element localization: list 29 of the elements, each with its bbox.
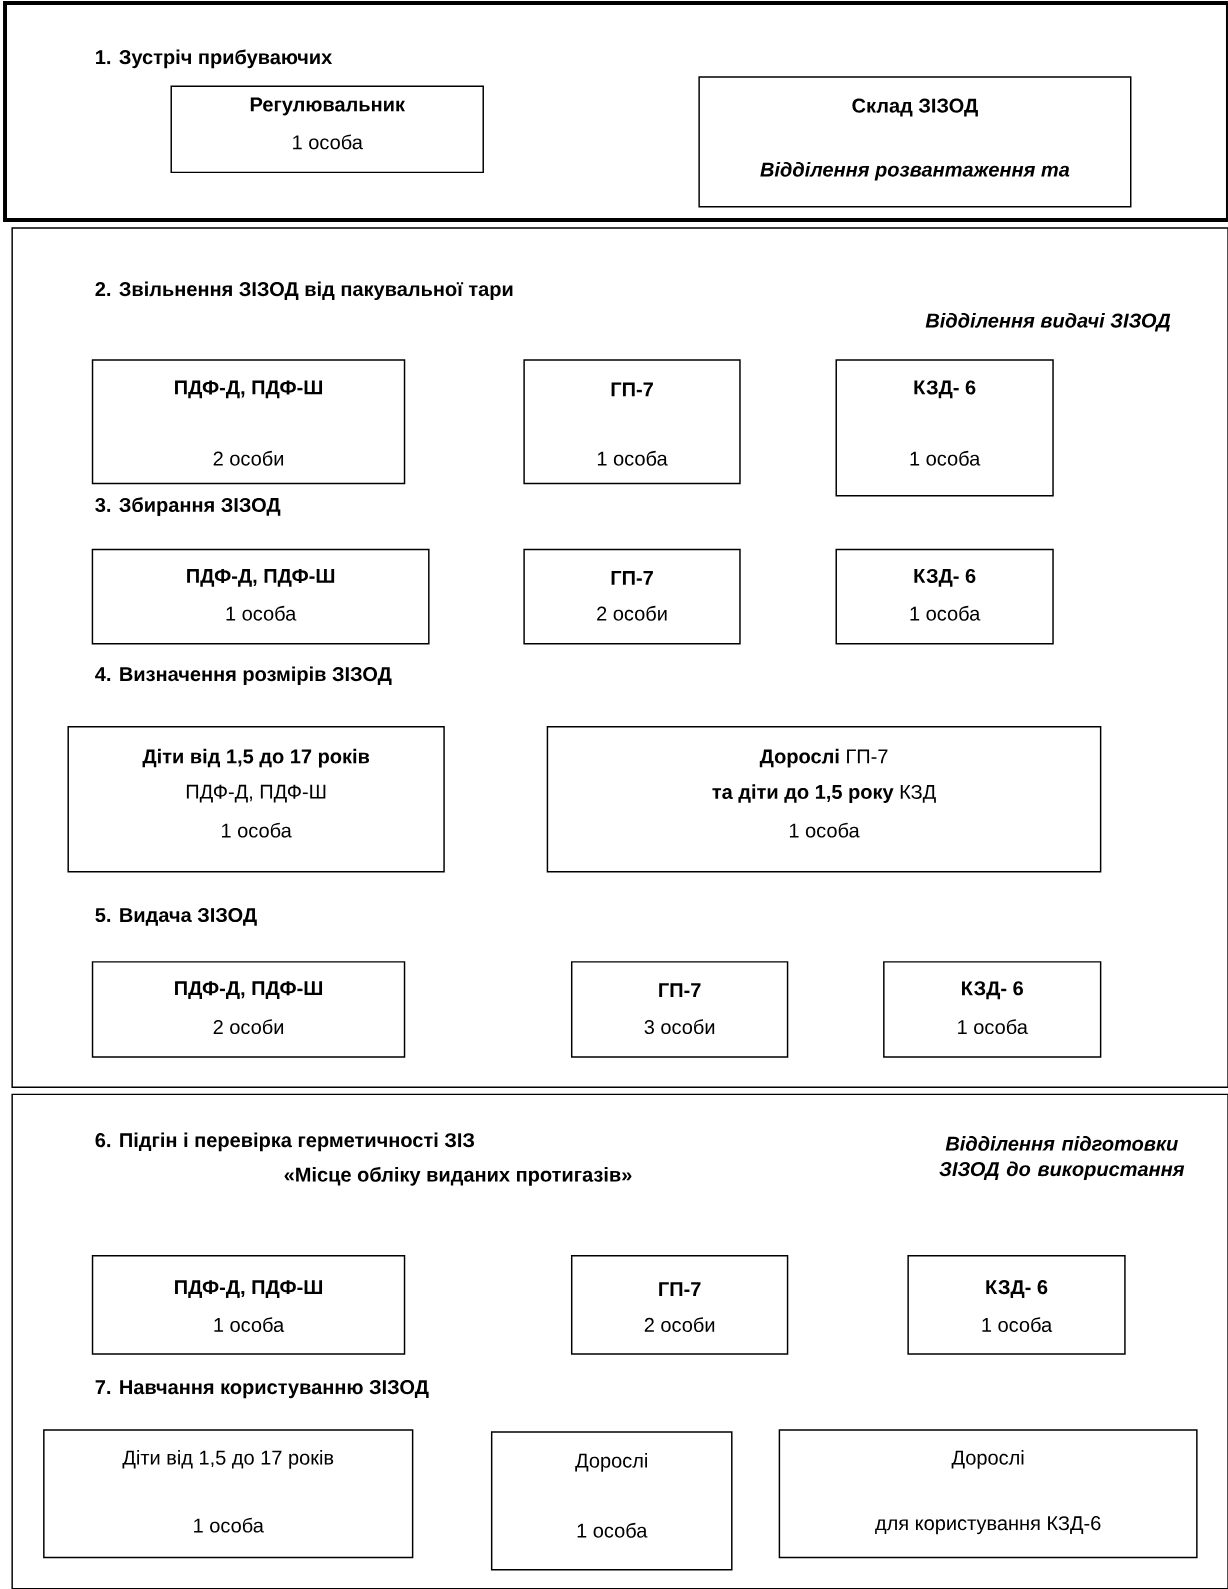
- section-label: Відділення видачі ЗІЗОД: [925, 312, 1171, 332]
- staff-box: КЗД- 6 1 особа: [835, 359, 1054, 497]
- staff-box: ГП-7 3 особи: [570, 961, 789, 1058]
- staff-box: ГП-7 1 особа: [523, 359, 741, 485]
- staff-box: Дорослі 1 особа: [490, 1431, 733, 1571]
- section-label: Відділення підготовки ЗІЗОД до використання: [939, 1136, 1185, 1181]
- staff-box: ГП-7 2 особи: [570, 1255, 789, 1355]
- staff-box: КЗД- 6 1 особа: [883, 961, 1102, 1058]
- section-heading: 2. Звільнення ЗІЗОД від пакувальної тари: [95, 281, 513, 301]
- staff-box: ГП-7 2 особи: [523, 548, 741, 645]
- staff-box: КЗД- 6 1 особа: [907, 1255, 1126, 1355]
- section-heading: 6. Підгін і перевірка герметичності ЗІЗ: [95, 1132, 474, 1152]
- staff-box: Діти від 1,5 до 17 років ПДФ-Д, ПДФ-Ш 1 особа: [67, 726, 445, 873]
- staff-box: Регулювальник 1 особа: [170, 85, 484, 174]
- section-heading: 5. Видача ЗІЗОД: [95, 907, 257, 926]
- staff-box: Дорослі ГП-7 та діти до 1,5 року КЗД 1 особа: [546, 726, 1102, 873]
- section-heading: «Місце обліку виданих протигазів»: [284, 1166, 632, 1186]
- section-heading: 7. Навчання користуванню ЗІЗОД: [95, 1380, 429, 1399]
- section-heading: 1. Зустріч прибуваючих: [96, 49, 333, 69]
- staff-box: ПДФ-Д, ПДФ-Ш 2 особи: [91, 961, 406, 1058]
- staff-box: ПДФ-Д, ПДФ-Ш 2 особи: [91, 359, 406, 485]
- staff-box: Склад ЗІЗОД Відділення розвантаження та: [698, 76, 1132, 208]
- staff-box: Діти від 1,5 до 17 років 1 особа: [43, 1429, 414, 1559]
- staff-box: ПДФ-Д, ПДФ-Ш 1 особа: [91, 1255, 406, 1355]
- section-heading: 3. Збирання ЗІЗОД: [95, 497, 281, 516]
- staff-box: ПДФ-Д, ПДФ-Ш 1 особа: [91, 548, 430, 645]
- section-heading: 4. Визначення розмірів ЗІЗОД: [95, 666, 392, 686]
- staff-box: Дорослі для користування КЗД-6: [778, 1429, 1198, 1559]
- staff-box: КЗД- 6 1 особа: [835, 548, 1054, 645]
